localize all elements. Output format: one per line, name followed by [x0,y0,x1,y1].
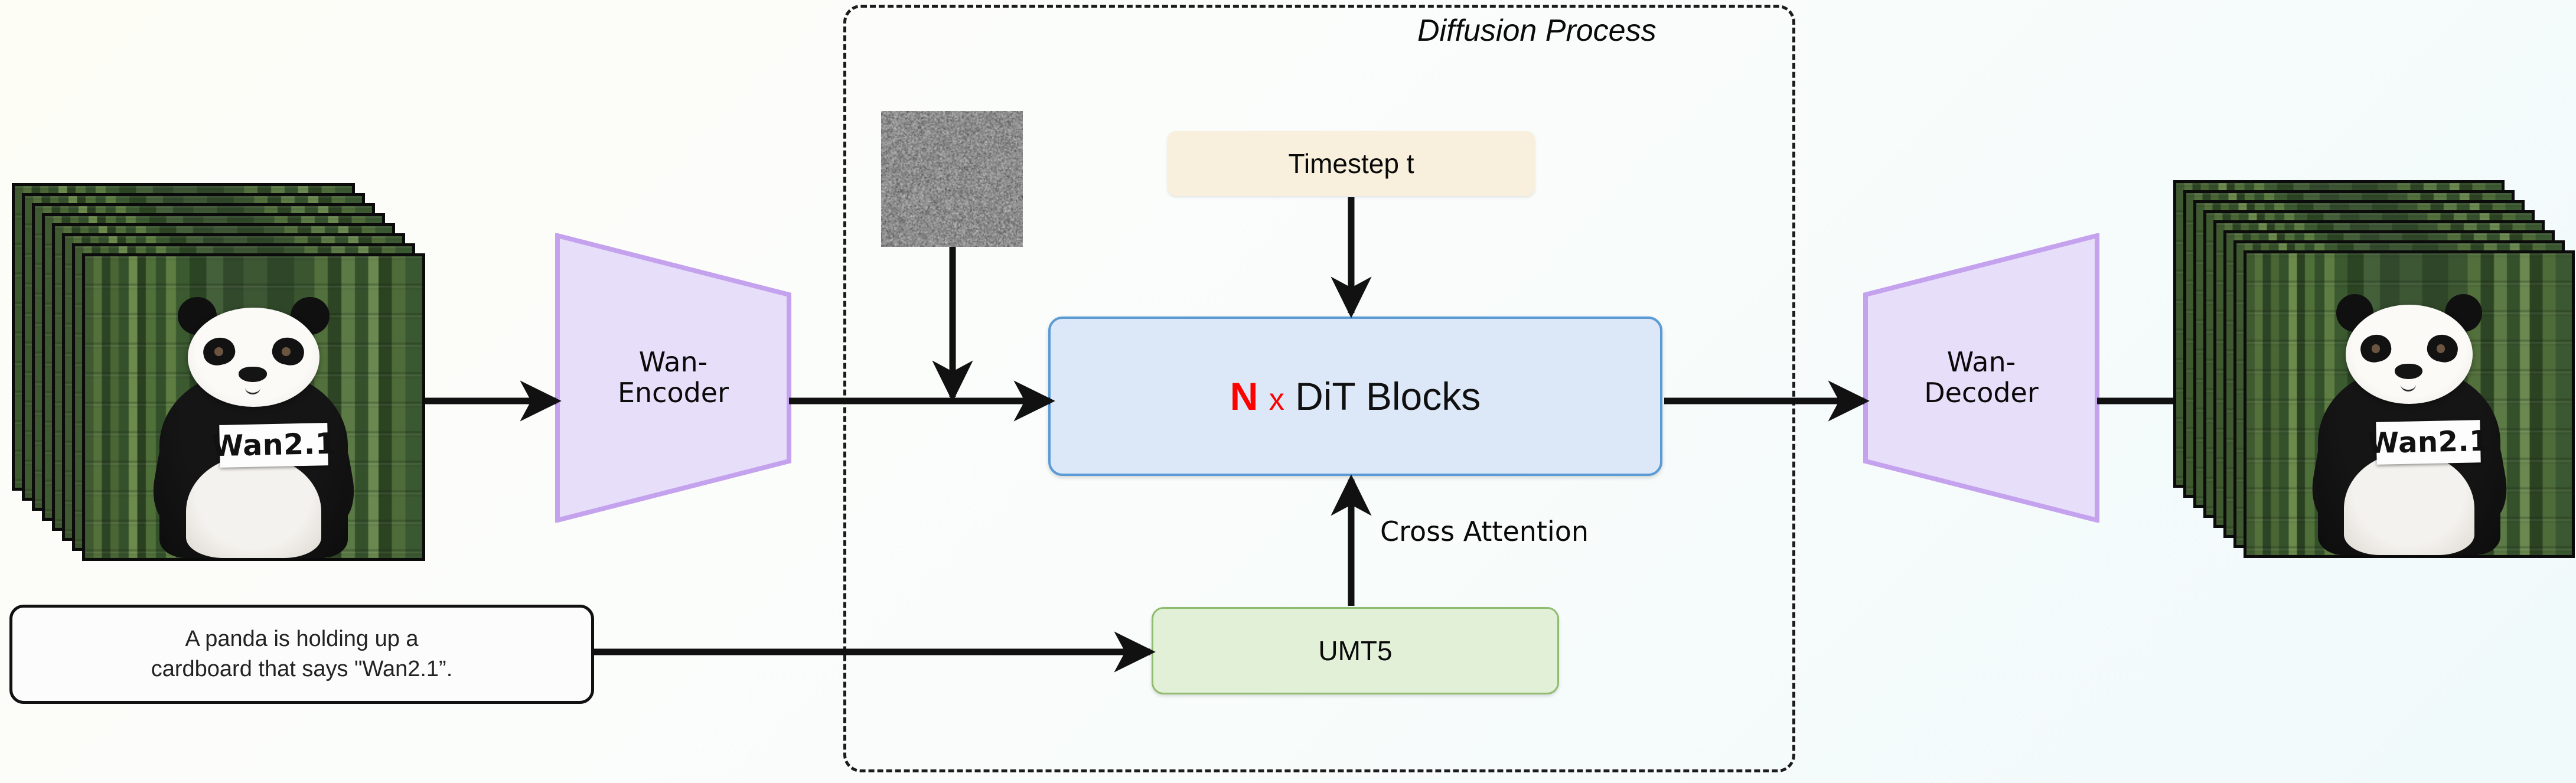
cross-attention-label: Cross Attention [1380,516,1589,547]
panda-belly [2344,452,2474,555]
panda-pupil-left [214,347,223,355]
panda-pupil-left [2372,344,2380,353]
panda-nose [2395,364,2422,380]
dit-multiply-symbol: x [1269,383,1284,417]
dit-blocks-text: DiT Blocks [1295,374,1481,418]
panda-pupil-right [282,347,291,355]
diffusion-process-title: Diffusion Process [1417,13,1657,48]
decoder-label: Wan-Decoder [1924,347,2039,408]
video-frame: Wan2.1 [2244,250,2575,558]
wan-decoder-block[interactable]: Wan-Decoder [1863,233,2099,523]
cardboard-sign: Wan2.1 [2376,420,2482,464]
panda-image: Wan2.1 [2246,253,2572,555]
timestep-label: Timestep t [1288,148,1414,180]
prompt-line-2: cardboard that says "Wan2.1”. [151,654,453,684]
dit-blocks-label: N x DiT Blocks [1230,374,1481,419]
output-video-frame-stack: Wan2.1Wan2.1Wan2.1Wan2.1Wan2.1Wan2.1Wan2… [2173,180,2575,558]
panda-pupil-right [2437,344,2445,353]
cardboard-sign-text: Wan2.1 [211,427,336,463]
panda-belly [186,455,321,558]
panda-image: Wan2.1 [85,256,422,558]
wan-encoder-block[interactable]: Wan-Encoder [555,233,791,523]
cardboard-sign: Wan2.1 [220,423,328,467]
cardboard-sign-text: Wan2.1 [2368,424,2490,459]
umt5-label: UMT5 [1318,635,1392,667]
input-video-frame-stack: Wan2.1Wan2.1Wan2.1Wan2.1Wan2.1Wan2.1Wan2… [12,183,425,561]
dit-blocks-box[interactable]: N x DiT Blocks [1048,317,1662,476]
umt5-box[interactable]: UMT5 [1152,607,1559,694]
panda-mouth [2401,378,2415,392]
noise-latent-patch [881,111,1023,247]
panda-nose [239,367,268,383]
encoder-label: Wan-Encoder [618,347,729,408]
timestep-box[interactable]: Timestep t [1168,131,1535,196]
panda-mouth [245,381,260,394]
prompt-box[interactable]: A panda is holding up a cardboard that s… [9,605,594,704]
prompt-line-1: A panda is holding up a [185,624,418,654]
dit-n-symbol: N [1230,374,1258,418]
video-frame: Wan2.1 [82,253,425,561]
